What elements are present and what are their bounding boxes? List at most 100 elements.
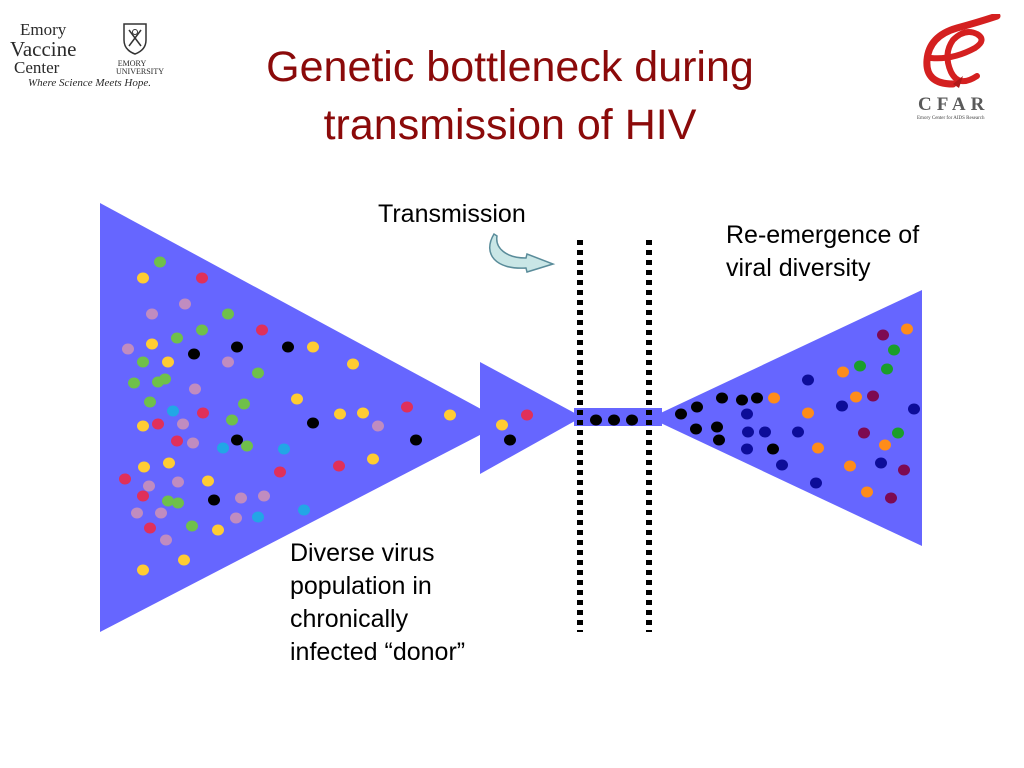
virus-dot-navy: [741, 408, 753, 420]
virus-dot-black: [231, 341, 243, 353]
reemergence-label: Re-emergence of viral diversity: [726, 219, 1006, 285]
virus-dot-lavender: [187, 437, 199, 449]
slide-title: Genetic bottleneck during transmission o…: [160, 38, 860, 154]
virus-dot-yellow: [496, 419, 508, 431]
virus-dot-yellow: [357, 407, 369, 419]
transmission-label: Transmission: [378, 200, 526, 228]
virus-dot-lavender: [372, 420, 384, 432]
virus-dot-navy: [802, 374, 814, 386]
virus-dot-black: [410, 434, 422, 446]
cfar-e-ribbon-icon: [923, 14, 1001, 88]
virus-dot-lavender: [235, 492, 247, 504]
virus-dot-black: [675, 408, 687, 420]
virus-dot-lavender: [179, 298, 191, 310]
virus-dot-black: [691, 401, 703, 413]
virus-dot-purple: [867, 390, 879, 402]
donor-line-4: infected “donor”: [290, 638, 466, 666]
donor-line-2: population in: [290, 572, 432, 600]
reemergence-line-2: viral diversity: [726, 254, 871, 282]
virus-dot-dkgreen: [888, 344, 900, 356]
virus-dot-yellow: [162, 356, 174, 368]
virus-dot-red: [521, 409, 533, 421]
virus-dot-lavender: [143, 480, 155, 492]
virus-dot-black: [282, 341, 294, 353]
virus-dot-black: [608, 414, 620, 426]
virus-dot-green: [241, 440, 253, 452]
virus-dot-lavender: [146, 308, 158, 320]
virus-dot-green: [159, 373, 171, 385]
virus-dot-black: [231, 434, 243, 446]
virus-dot-black: [767, 443, 779, 455]
virus-dot-green: [172, 497, 184, 509]
virus-dot-purple: [885, 492, 897, 504]
virus-dot-dkgreen: [892, 427, 904, 439]
virus-dot-yellow: [138, 461, 150, 473]
virus-dot-green: [222, 308, 234, 320]
virus-dot-lavender: [230, 512, 242, 524]
logo-line-1: Emory: [20, 20, 67, 39]
logo-tagline: Where Science Meets Hope.: [28, 77, 151, 89]
logo-line-3: Center: [14, 58, 60, 77]
virus-dot-lavender: [131, 507, 143, 519]
title-line-2: transmission of HIV: [323, 101, 697, 149]
virus-dot-orange: [861, 486, 873, 498]
cfar-logo: CFAR Emory Center for AIDS Research: [905, 14, 1020, 124]
virus-dot-purple: [877, 329, 889, 341]
virus-dot-green: [154, 256, 166, 268]
virus-dot-orange: [844, 460, 856, 472]
virus-dot-red: [171, 435, 183, 447]
donor-line-1: Diverse virus: [290, 539, 435, 567]
virus-dot-yellow: [163, 457, 175, 469]
virus-dot-cyan: [298, 504, 310, 516]
cfar-subtitle: Emory Center for AIDS Research: [917, 116, 985, 121]
virus-dot-orange: [850, 391, 862, 403]
virus-dot-yellow: [212, 524, 224, 536]
emory-university-text: EMORY UNIVERSITY: [116, 59, 164, 76]
virus-dot-yellow: [178, 554, 190, 566]
virus-dot-black: [751, 392, 763, 404]
emory-vaccine-center-logo: Emory Vaccine Center EMORY UNIVERSITY Wh…: [6, 20, 164, 92]
donor-population-label: Diverse virus population in chronically …: [290, 537, 550, 669]
virus-dot-navy: [742, 426, 754, 438]
virus-dot-green: [226, 414, 238, 426]
virus-dot-red: [119, 473, 131, 485]
donor-line-3: chronically: [290, 605, 409, 633]
virus-dot-green: [186, 520, 198, 532]
virus-dot-green: [162, 495, 174, 507]
virus-dot-black: [590, 414, 602, 426]
virus-dot-red: [256, 324, 268, 336]
virus-dot-navy: [836, 400, 848, 412]
recipient-population-funnel: [650, 290, 922, 546]
virus-dot-lavender: [222, 356, 234, 368]
virus-dot-yellow: [367, 453, 379, 465]
virus-dot-navy: [810, 477, 822, 489]
virus-dot-green: [144, 396, 156, 408]
virus-dot-red: [144, 522, 156, 534]
virus-dot-black: [713, 434, 725, 446]
cfar-name: CFAR: [918, 94, 990, 115]
virus-dot-yellow: [137, 564, 149, 576]
virus-dot-yellow: [202, 475, 214, 487]
virus-dot-lavender: [160, 534, 172, 546]
virus-dot-green: [252, 367, 264, 379]
virus-dot-black: [504, 434, 516, 446]
virus-dot-red: [196, 272, 208, 284]
virus-dot-black: [736, 394, 748, 406]
virus-dot-red: [401, 401, 413, 413]
logo-line-2: Vaccine: [10, 37, 77, 61]
virus-dot-orange: [768, 392, 780, 404]
virus-dot-lavender: [189, 383, 201, 395]
virus-dot-green: [137, 356, 149, 368]
virus-dot-black: [626, 414, 638, 426]
virus-dot-yellow: [334, 408, 346, 420]
virus-dot-orange: [802, 407, 814, 419]
reemergence-line-1: Re-emergence of: [726, 221, 920, 249]
virus-dot-yellow: [347, 358, 359, 370]
virus-dot-cyan: [167, 405, 179, 417]
virus-dot-green: [196, 324, 208, 336]
virus-dot-red: [197, 407, 209, 419]
virus-dot-lavender: [122, 343, 134, 355]
virus-dot-lavender: [177, 418, 189, 430]
virus-dot-green: [171, 332, 183, 344]
virus-dot-black: [188, 348, 200, 360]
